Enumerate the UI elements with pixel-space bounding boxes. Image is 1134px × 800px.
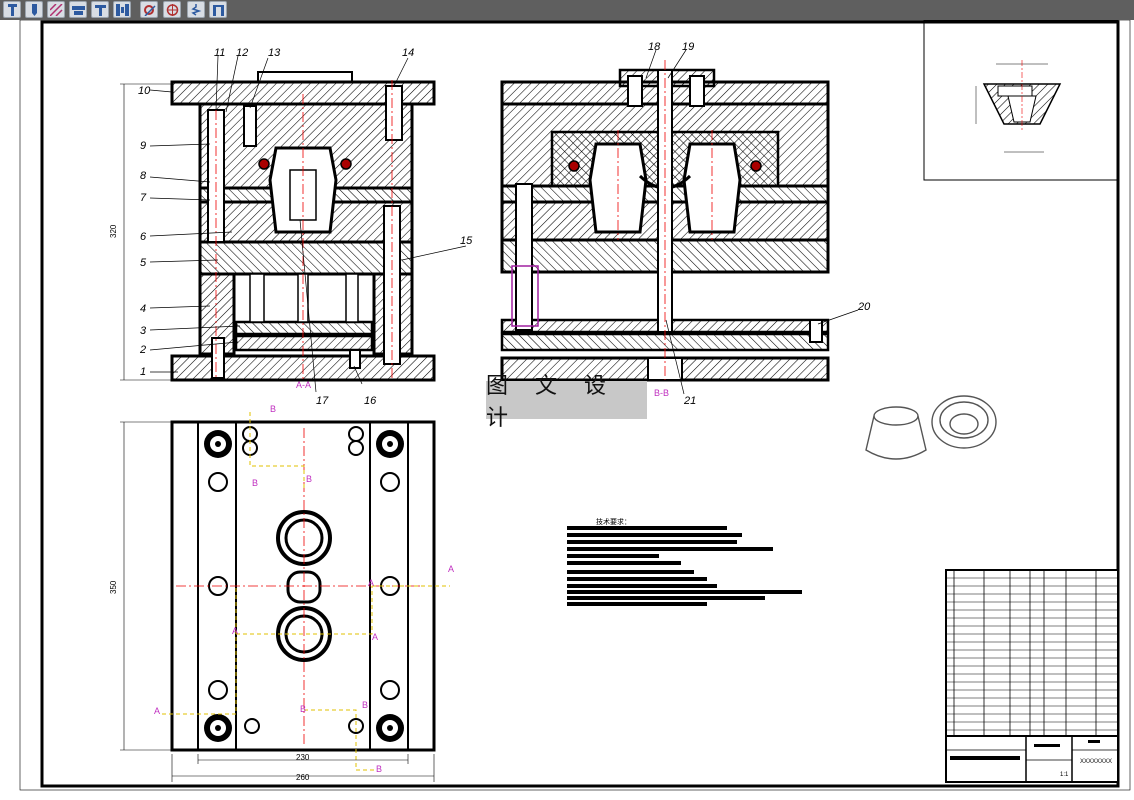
section-label-a-a: A-A [296, 380, 311, 390]
part-label: 13 [268, 47, 281, 59]
part-label: 9 [140, 140, 146, 152]
dimension-height: 320 [109, 224, 118, 238]
sheet-outer-frame [19, 20, 1131, 791]
cut-letter: B [376, 764, 382, 774]
part-label: 8 [140, 170, 147, 182]
toolbar-button-gear-edit[interactable] [140, 1, 158, 18]
bolt-icon [95, 5, 106, 16]
part-label: 21 [683, 395, 696, 407]
technical-requirements: 技术要求： [567, 517, 802, 606]
sheet-border [40, 20, 1120, 788]
dimension-width-outer: 260 [296, 773, 310, 782]
gear-edit-icon [144, 5, 156, 16]
part-label: 7 [140, 192, 147, 204]
dimension-width-inner: 230 [296, 753, 310, 762]
drawing-number: XXXXXXXX [1080, 759, 1112, 765]
part-label: 10 [138, 85, 151, 97]
hatch-icon [50, 4, 63, 16]
part-label: 5 [140, 257, 147, 269]
part-label: 6 [140, 231, 147, 243]
toolbar-button-spring[interactable] [187, 1, 205, 18]
toolbar-button-column[interactable] [209, 1, 227, 18]
product-3d-views [865, 395, 997, 460]
plan-view: 350 230 260 [109, 412, 450, 782]
column-icon [213, 5, 224, 16]
part-label: 20 [857, 301, 871, 313]
section-view-b-b [500, 60, 830, 382]
part-label: 18 [648, 41, 661, 53]
cut-letter: A [448, 564, 454, 574]
toolbar-button-bolt[interactable] [91, 1, 109, 18]
dimension-plan-height: 350 [109, 580, 118, 594]
cad-toolbar [0, 0, 1134, 20]
cut-letter: A [372, 632, 378, 642]
part-labels-left: 10 9 8 7 6 5 4 3 2 1 11 12 13 14 15 16 1… [138, 47, 473, 407]
section-label-b-b: B-B [654, 388, 669, 398]
spring-icon [191, 4, 202, 16]
mold-assembly-drawing: 320 10 9 8 7 6 5 4 3 2 1 11 12 13 14 15 … [19, 20, 1131, 791]
cut-letter: A [232, 626, 238, 636]
toolbar-button-hatch[interactable] [47, 1, 65, 18]
part-label: 4 [140, 303, 146, 315]
target-icon [166, 4, 179, 16]
cut-letter: B [270, 404, 276, 414]
part-label: 15 [460, 235, 473, 247]
part-label: 14 [402, 47, 414, 59]
toolbar-button-plate[interactable] [69, 1, 87, 18]
cut-letters: B B B A A A A A B B B [154, 404, 454, 774]
cut-letter: A [154, 706, 160, 716]
part-label: 19 [682, 41, 694, 53]
part-leaders-right [645, 49, 859, 395]
drawing-scale: 1:1 [1060, 772, 1069, 778]
toolbar-button-target[interactable] [163, 1, 181, 18]
part-leaders-left [149, 55, 467, 393]
part-label: 11 [214, 47, 225, 59]
part-label: 1 [140, 366, 146, 378]
tech-req-title: 技术要求： [596, 517, 631, 526]
punch-icon [32, 4, 37, 16]
part-label: 2 [139, 344, 146, 356]
plate-icon [72, 6, 85, 15]
cut-letter: A [368, 578, 374, 588]
cut-letter: B [306, 474, 312, 484]
part-label: 17 [316, 395, 329, 407]
part-label: 12 [236, 47, 248, 59]
part-labels-right: 18 19 20 21 [648, 41, 871, 407]
part-label: 16 [364, 395, 377, 407]
part-label: 3 [140, 325, 147, 337]
toolbar-button-punch[interactable] [25, 1, 43, 18]
section-view-a-a: 320 [109, 71, 436, 382]
toolbar-button-pin[interactable] [3, 1, 21, 18]
bill-of-materials [945, 569, 1119, 783]
cut-letter: B [300, 704, 306, 714]
pin-icon [8, 4, 17, 16]
toolbar-button-mold[interactable] [113, 1, 131, 18]
cut-letter: B [362, 700, 368, 710]
cut-letter: B [252, 478, 258, 488]
mold-icon [116, 4, 129, 16]
watermark: 图 文 设 计 [486, 374, 647, 431]
product-detail-view [923, 20, 1119, 181]
